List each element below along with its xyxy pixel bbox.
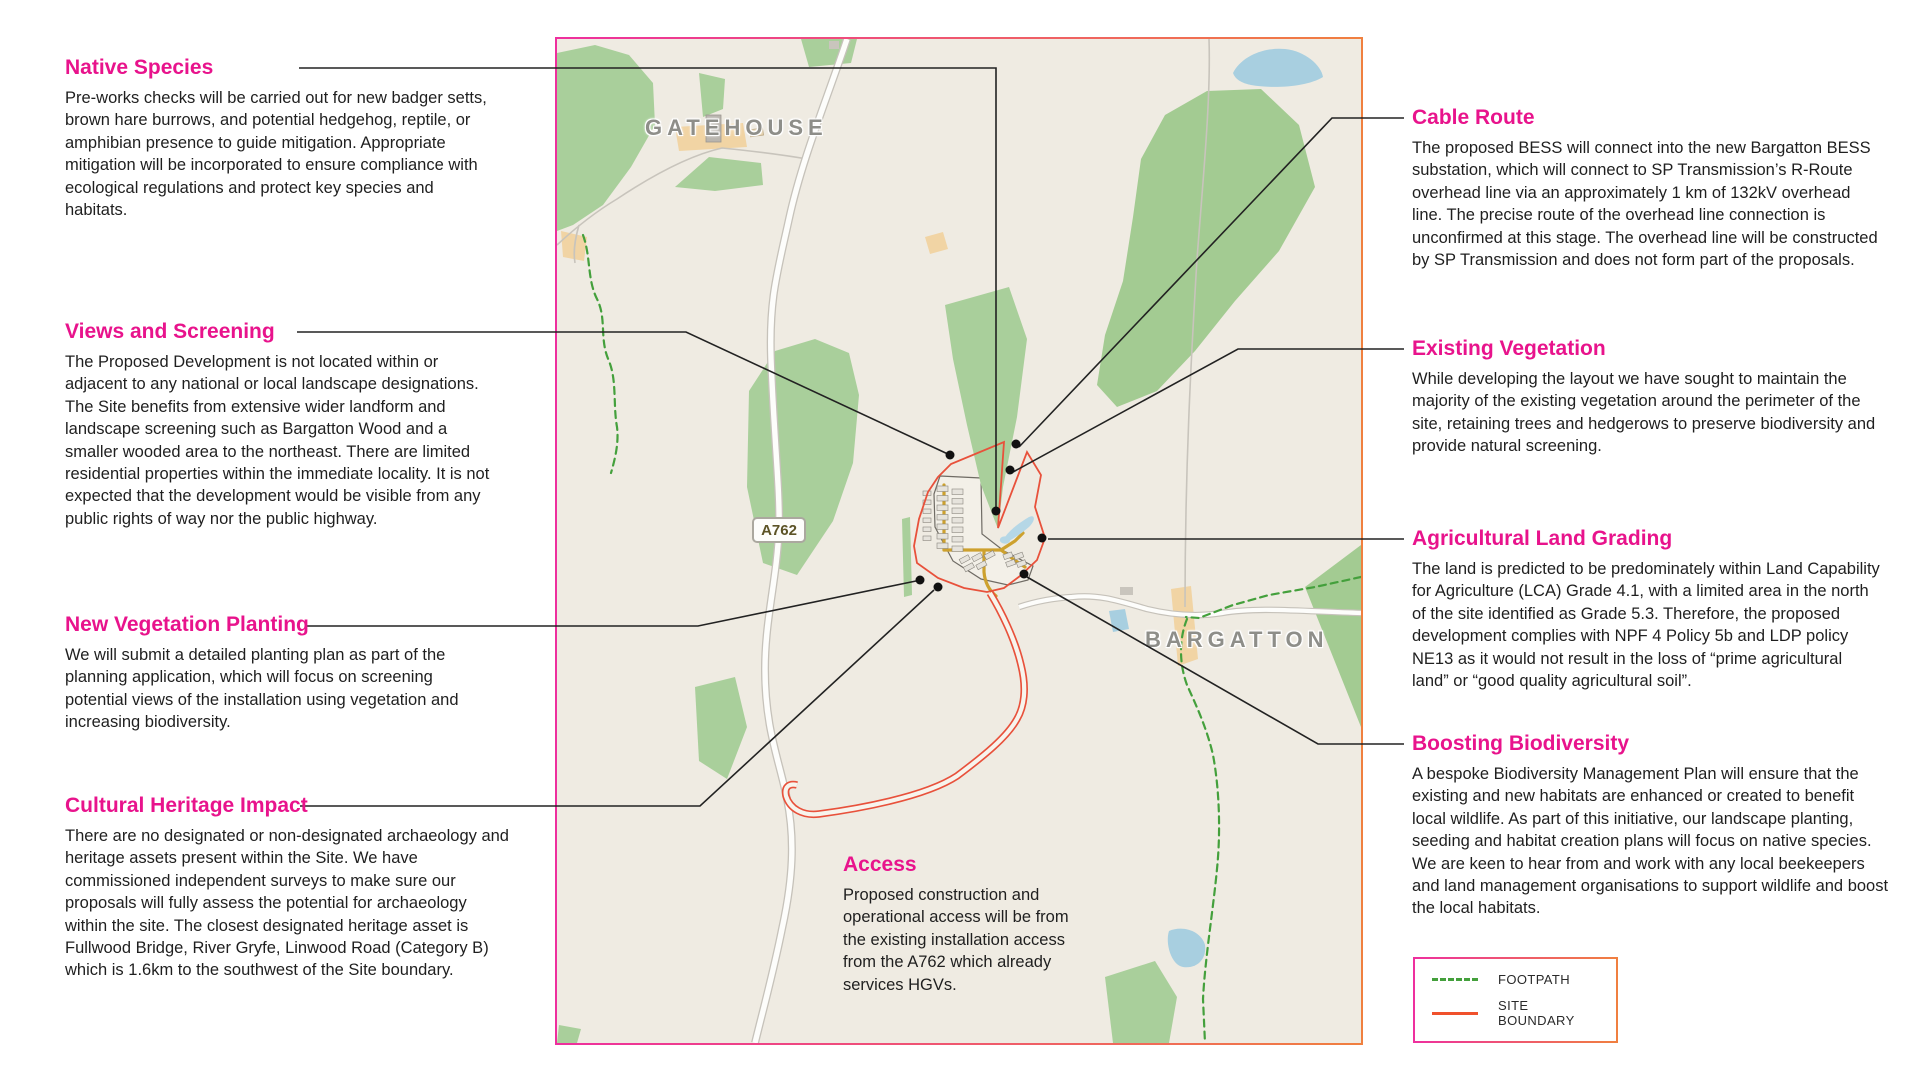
callout-title: Boosting Biodiversity <box>1412 732 1630 755</box>
callout-cultural-heritage: Cultural Heritage Impact There are no de… <box>65 793 510 982</box>
callout-native-species: Native Species Pre-works checks will be … <box>65 55 497 221</box>
callout-title: Existing Vegetation <box>1412 337 1606 360</box>
callout-body: While developing the layout we have soug… <box>1412 370 1876 456</box>
callout-title: Cultural Heritage Impact <box>65 794 308 817</box>
site-pond <box>1005 516 1034 542</box>
callout-body: There are no designated or non-designate… <box>65 827 509 980</box>
callout-title: Access <box>843 853 917 876</box>
callout-body: The proposed BESS will connect into the … <box>1412 139 1878 270</box>
legend-label: SITE BOUNDARY <box>1498 998 1575 1028</box>
access-road <box>781 591 1028 819</box>
callout-body: Pre-works checks will be carried out for… <box>65 89 487 220</box>
callout-body: Proposed construction and operational ac… <box>843 886 1069 994</box>
callout-body: The Proposed Development is not located … <box>65 353 490 528</box>
callout-cable-route: Cable Route The proposed BESS will conne… <box>1412 105 1882 271</box>
bess-site <box>922 287 1034 598</box>
map-legend: FOOTPATH SITE BOUNDARY <box>1413 957 1618 1043</box>
road-shield-a762: A762 <box>752 517 806 543</box>
map-label-gatehouse: GATEHOUSE <box>645 115 828 140</box>
legend-label: FOOTPATH <box>1498 972 1571 987</box>
callout-title: Views and Screening <box>65 320 275 343</box>
callout-agricultural-land: Agricultural Land Grading The land is pr… <box>1412 526 1882 692</box>
callout-existing-vegetation: Existing Vegetation While developing the… <box>1412 336 1882 458</box>
legend-item-footpath: FOOTPATH <box>1432 972 1599 987</box>
callout-title: New Vegetation Planting <box>65 613 309 636</box>
callout-body: We will submit a detailed planting plan … <box>65 646 459 732</box>
callout-body: The land is predicted to be predominatel… <box>1412 560 1880 691</box>
callout-views-screening: Views and Screening The Proposed Develop… <box>65 319 497 530</box>
callout-boosting-biodiversity: Boosting Biodiversity A bespoke Biodiver… <box>1412 731 1892 920</box>
footpath-line-swatch <box>1432 978 1478 981</box>
callout-title: Agricultural Land Grading <box>1412 527 1673 550</box>
map-label-bargatton: BARGATTON <box>1145 627 1329 652</box>
callout-new-vegetation: New Vegetation Planting We will submit a… <box>65 612 497 734</box>
callout-title: Cable Route <box>1412 106 1535 129</box>
callout-title: Native Species <box>65 56 214 79</box>
site-boundary-line-swatch <box>1432 1011 1478 1015</box>
legend-item-site-boundary: SITE BOUNDARY <box>1432 998 1599 1028</box>
callout-access: Access Proposed construction and operati… <box>843 852 1083 996</box>
callout-body: A bespoke Biodiversity Management Plan w… <box>1412 765 1889 918</box>
